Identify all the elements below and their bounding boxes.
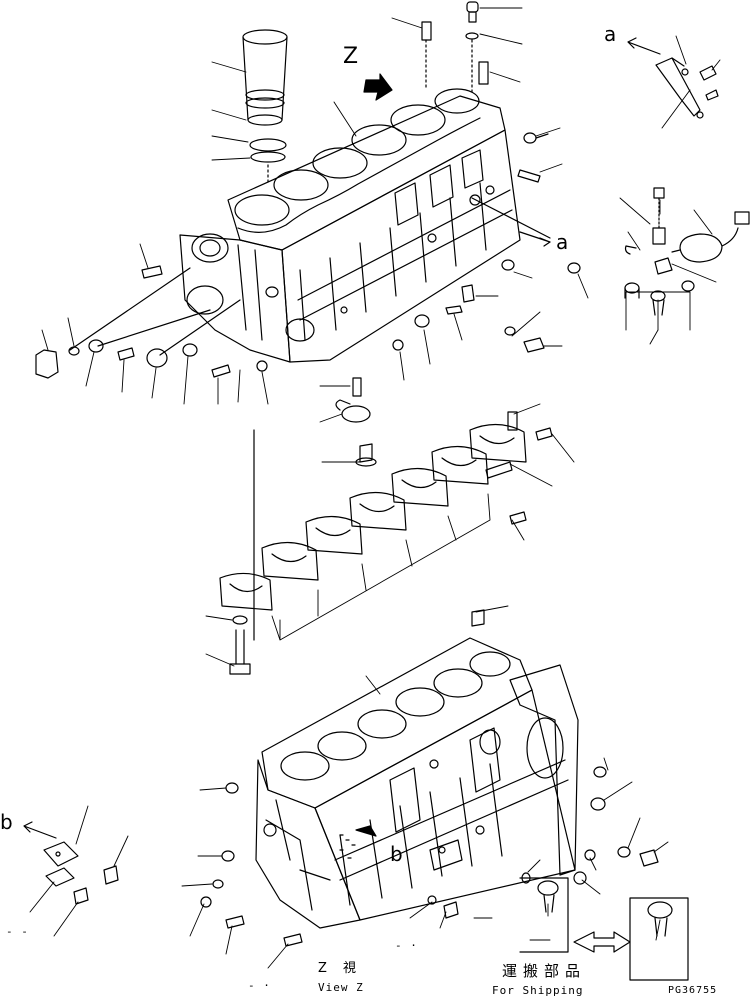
arrow-a-label-top: a [604, 22, 617, 46]
bracket-a-detail [655, 57, 719, 119]
main-bearing-caps [219, 411, 553, 675]
sensor-assembly [624, 187, 750, 316]
arrow-a-mid [519, 231, 551, 247]
view-z-label: Z [343, 44, 359, 69]
lower-left-plugs [200, 782, 459, 947]
shipping-parts [519, 877, 689, 981]
top-studs [421, 1, 549, 183]
lower-cylinder-block [255, 637, 579, 929]
arrow-b-block [355, 825, 377, 837]
shipping-caption-jp: 運搬部品 [502, 962, 587, 980]
cylinder-liner [242, 29, 288, 186]
oil-jet-parts [335, 377, 377, 467]
view-z-caption-jp: Z 視 [318, 961, 363, 976]
dash-mark-b: - · [248, 979, 271, 992]
view-z-caption-en: View Z [318, 981, 364, 994]
dash-mark-c: - · [395, 939, 418, 952]
cover-plate-b [43, 841, 119, 905]
arrow-a-top [627, 37, 661, 55]
view-z-arrow [363, 73, 393, 101]
middle-right-fittings [392, 259, 581, 353]
shipping-caption-en: For Shipping [492, 984, 584, 997]
callout-leaders [29, 7, 721, 969]
drawing-number: PG36755 [668, 985, 718, 996]
arrow-b-label-block: b [390, 842, 403, 866]
left-fittings-row [35, 265, 268, 641]
dash-mark-a: - - [6, 925, 29, 938]
upper-cylinder-block [179, 88, 521, 363]
arrow-b-left [23, 821, 57, 839]
arrow-b-label-left: b [0, 810, 13, 834]
lower-right-plugs [471, 609, 659, 885]
arrow-a-label-mid: a [556, 230, 569, 254]
